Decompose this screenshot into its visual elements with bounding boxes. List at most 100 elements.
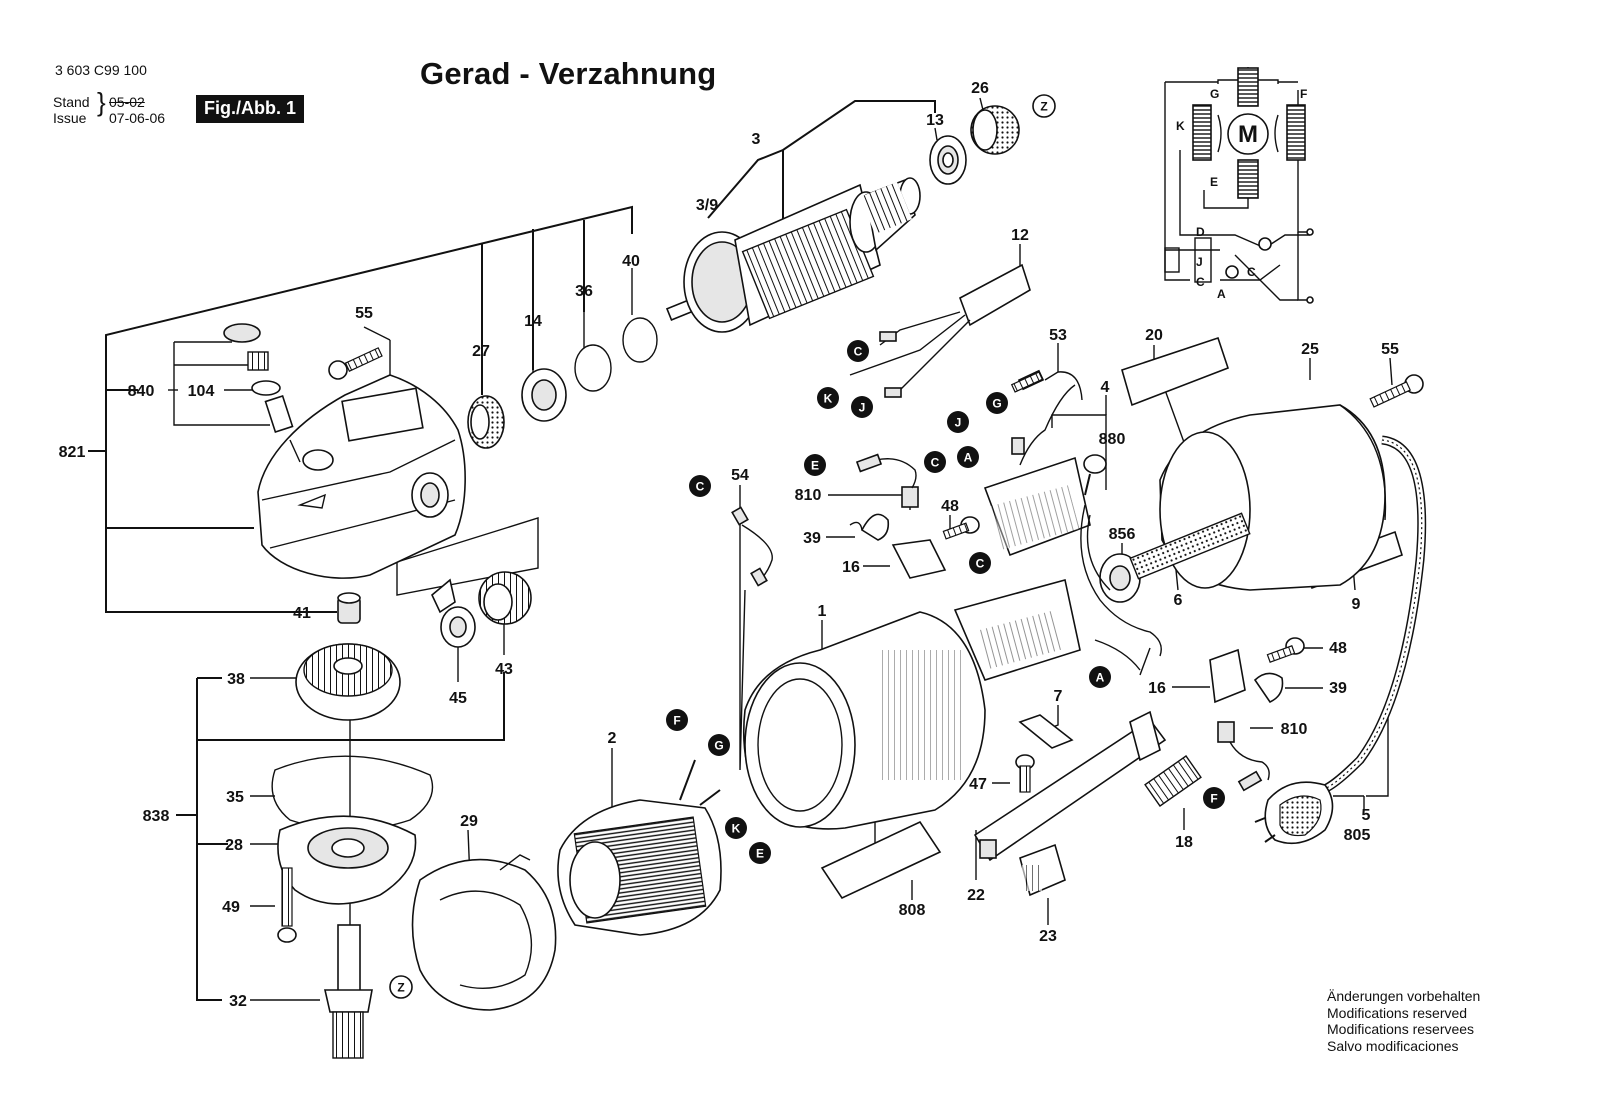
- part-number: 104: [188, 383, 215, 400]
- stand-value: 05-02: [109, 94, 145, 110]
- power-cord-part: [1319, 435, 1427, 795]
- part-number: 29: [460, 813, 478, 830]
- marker-k: K: [725, 817, 747, 839]
- part-number: 1: [818, 603, 827, 620]
- part-number: 55: [1381, 341, 1399, 358]
- motor-cover-part: [1159, 404, 1387, 591]
- document-number: 3 603 C99 100: [55, 62, 147, 78]
- part-number: 12: [1011, 227, 1029, 244]
- part-number: 48: [1329, 640, 1347, 657]
- zone-markers: Z Z: [389, 94, 1056, 999]
- part-number: 3: [752, 131, 761, 148]
- nut-part: [431, 578, 476, 648]
- marker-f: F: [1203, 787, 1225, 809]
- part-number: 13: [926, 112, 944, 129]
- bearing-flange-part: [271, 755, 434, 905]
- marker-c: C: [924, 451, 946, 473]
- part-number: 16: [842, 559, 860, 576]
- spindle-part: [323, 924, 373, 1059]
- marker-g: G: [708, 734, 730, 756]
- marker-e: E: [804, 454, 826, 476]
- part-number: 23: [1039, 928, 1057, 945]
- brush-clip-part: [849, 513, 890, 541]
- label-part: [820, 820, 942, 900]
- brace-glyph: }: [97, 87, 106, 117]
- part-number: 810: [795, 487, 822, 504]
- svg-text:A: A: [1096, 671, 1105, 685]
- part-number: 41: [293, 605, 311, 622]
- connector-markers: C K J G J A C C E C A F G K E F: [666, 340, 1225, 864]
- cable-part: [731, 506, 773, 587]
- schematic-label: A: [1217, 287, 1226, 301]
- part-number: 55: [355, 305, 373, 322]
- part-number: 53: [1049, 327, 1067, 344]
- screw-part: [1369, 374, 1424, 408]
- bearing-part: [929, 135, 967, 185]
- part-number: 7: [1054, 688, 1063, 705]
- svg-text:A: A: [964, 451, 973, 465]
- schematic-label: E: [1210, 175, 1218, 189]
- bearing-ring-part: [970, 105, 1020, 155]
- motor-housing-part: [743, 579, 1081, 830]
- marker-j: J: [851, 396, 873, 418]
- issue-label: Issue: [53, 110, 87, 126]
- svg-text:G: G: [992, 397, 1001, 411]
- carbon-brush-part: [1217, 721, 1270, 792]
- part-number: 838: [143, 808, 170, 825]
- part-number: 35: [226, 789, 244, 806]
- carbon-brush-part: [855, 453, 919, 508]
- screw-part: [277, 867, 297, 943]
- switch-part: [849, 263, 1031, 398]
- switch-slide-part: [973, 710, 1167, 862]
- screw-part: [328, 347, 383, 380]
- schematic-label: J: [1196, 255, 1203, 269]
- part-number: 36: [575, 283, 593, 300]
- part-number: 5: [1362, 807, 1371, 824]
- brush-bracket-part: [891, 539, 947, 579]
- marker-j: J: [947, 411, 969, 433]
- part-number: 880: [1099, 431, 1126, 448]
- part-number: 2: [608, 730, 617, 747]
- part-number: 38: [227, 671, 245, 688]
- part-number: 32: [229, 993, 247, 1010]
- part-number: 4: [1101, 379, 1110, 396]
- part-number: 54: [731, 467, 749, 484]
- flange-part: [478, 571, 532, 625]
- part-number: 45: [449, 690, 467, 707]
- part-number: 6: [1174, 592, 1183, 609]
- svg-text:C: C: [854, 345, 863, 359]
- marker-c: C: [969, 552, 991, 574]
- brush-clip-part: [1253, 672, 1284, 704]
- marker-k: K: [817, 387, 839, 409]
- screw-part: [942, 516, 980, 540]
- note-line: Modifications reserved: [1327, 1004, 1468, 1021]
- part-number: 22: [967, 887, 985, 904]
- svg-text:Z: Z: [397, 981, 404, 995]
- part-number: 26: [971, 80, 989, 97]
- part-number: 18: [1175, 834, 1193, 851]
- armature-shaft-part: [1129, 512, 1251, 580]
- part-number: 43: [495, 661, 513, 678]
- schematic-label: C: [1247, 265, 1256, 279]
- note-line: Salvo modificaciones: [1327, 1037, 1459, 1054]
- motor-symbol: [1227, 113, 1269, 155]
- sleeve-part: [337, 592, 361, 624]
- field-coil-part: [557, 759, 722, 936]
- revision-block: Stand}05-02 Issue 07-06-06: [53, 87, 165, 126]
- svg-text:J: J: [859, 401, 866, 415]
- schematic-label: D: [1196, 225, 1205, 239]
- part-number: 9: [1352, 596, 1361, 613]
- screw-part: [1266, 637, 1305, 663]
- part-number: 49: [222, 899, 240, 916]
- marker-c: C: [689, 475, 711, 497]
- svg-text:Z: Z: [1040, 100, 1047, 114]
- grommet-part: [1080, 504, 1162, 657]
- svg-text:E: E: [756, 847, 764, 861]
- brush-holder-part: [983, 369, 1091, 557]
- plug-part: [1254, 781, 1334, 845]
- svg-text:G: G: [714, 739, 723, 753]
- part-number: 39: [803, 530, 821, 547]
- fan-baffle-part: [411, 854, 557, 1011]
- bevel-gear-part: [295, 643, 401, 721]
